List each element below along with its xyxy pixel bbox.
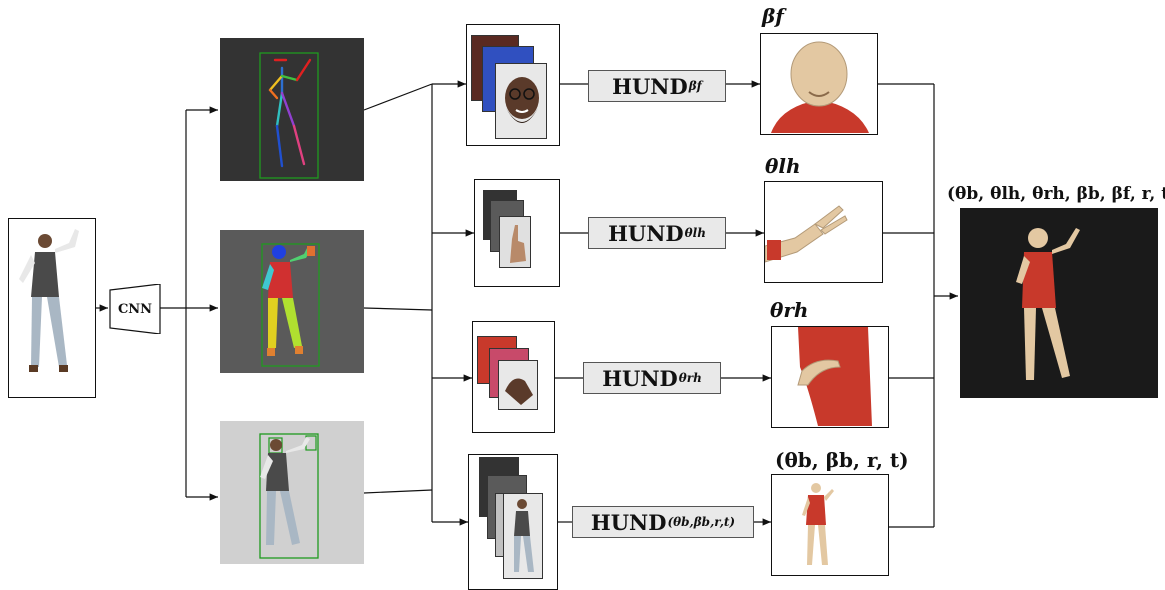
final-output-label: (θb, θlh, θrh, βb, βf, r, t) xyxy=(947,184,1165,204)
hund-right-hand-sub: θrh xyxy=(678,371,702,385)
hund-left-hand-main: HUND xyxy=(608,220,684,246)
right-hand-crops xyxy=(472,321,555,433)
hund-left-hand-sub: θlh xyxy=(684,226,706,240)
output-label-body: (θb, βb, r, t) xyxy=(775,448,909,472)
face-crop-front xyxy=(495,63,547,139)
skeleton xyxy=(268,58,312,168)
input-photo xyxy=(8,218,96,398)
body-mesh-output xyxy=(771,474,889,576)
face-mesh-output xyxy=(760,33,878,135)
output-label-right-hand: θrh xyxy=(770,298,809,322)
hund-right-hand-main: HUND xyxy=(602,365,678,391)
hund-body-expert: HUND(θb,βb,r,t) xyxy=(572,506,754,538)
body-crops xyxy=(468,454,558,590)
hund-body-main: HUND xyxy=(590,509,667,535)
final-output-render xyxy=(960,208,1158,398)
face-crops xyxy=(466,24,560,146)
hund-face-sub: βf xyxy=(688,79,702,93)
right-hand-crop-front xyxy=(498,360,538,410)
body-crop-front xyxy=(503,493,543,579)
person-figure xyxy=(19,229,79,372)
output-label-face: βf xyxy=(762,4,784,28)
detection-panel xyxy=(220,421,364,564)
cnn-block: CNN xyxy=(109,284,161,334)
left-hand-mesh-output xyxy=(764,181,883,283)
hund-body-sub: (θb,βb,r,t) xyxy=(667,515,736,529)
cnn-label: CNN xyxy=(118,302,152,317)
segmentation-panel xyxy=(220,230,364,373)
hund-face-main: HUND xyxy=(612,73,688,99)
keypoints-panel xyxy=(220,38,364,181)
left-hand-crops xyxy=(474,179,560,287)
left-hand-crop-front xyxy=(499,216,531,268)
right-hand-mesh-output xyxy=(771,326,889,428)
output-label-left-hand: θlh xyxy=(765,154,801,178)
